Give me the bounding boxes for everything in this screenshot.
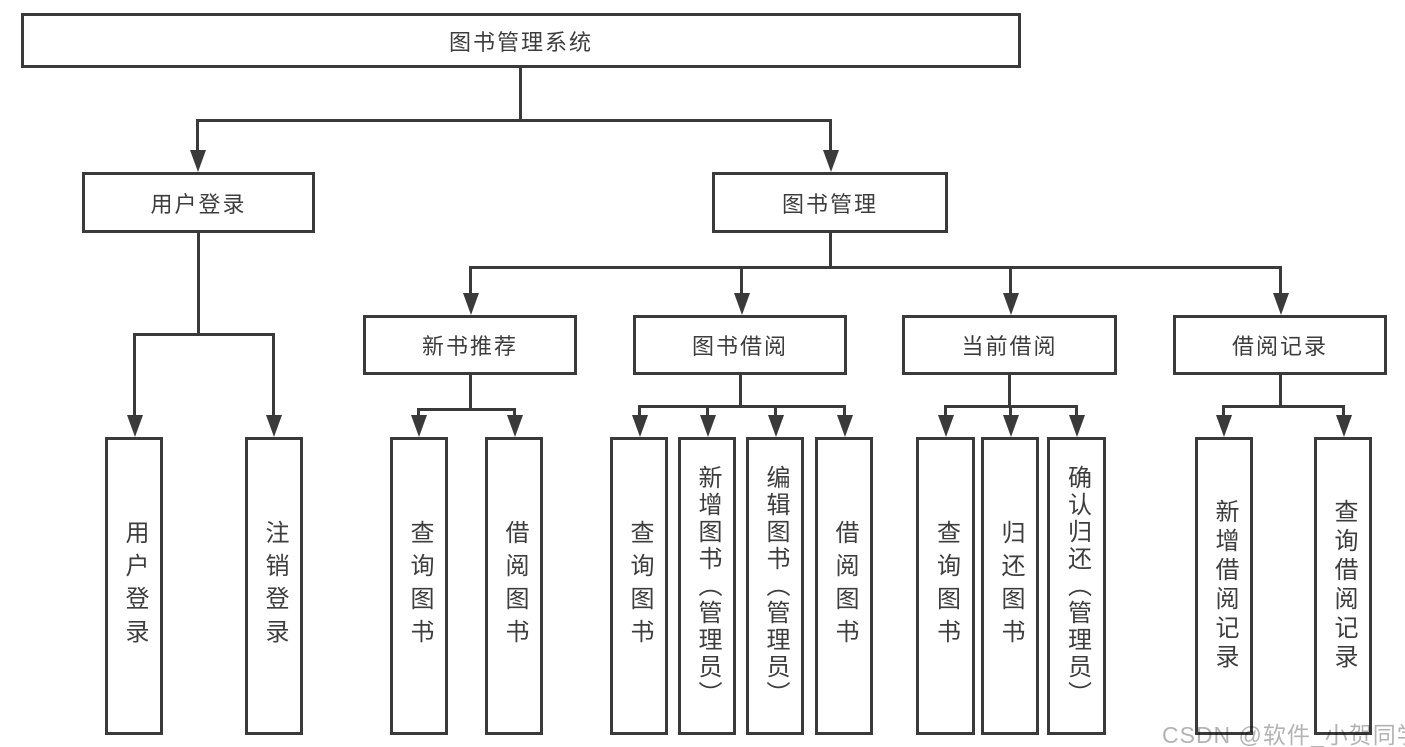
- node-label: 新书推荐: [421, 334, 518, 359]
- node-label: 用户登录: [150, 191, 247, 217]
- leaf-query-borrow-record: 查询借阅记录: [1314, 437, 1372, 735]
- connector: [133, 333, 275, 336]
- connector: [706, 405, 709, 418]
- node-label: 图书管理系统: [448, 29, 593, 55]
- arrowhead-down: [190, 150, 206, 172]
- connector: [638, 405, 641, 418]
- leaf-edit-book-admin: 编辑图书（管理员）: [746, 437, 804, 735]
- arrowhead-down: [837, 415, 853, 437]
- node-label: 图书借阅: [691, 334, 788, 359]
- connector: [1279, 375, 1282, 408]
- connector: [469, 266, 472, 296]
- connector: [272, 333, 275, 418]
- connector: [829, 119, 832, 153]
- connector: [1279, 266, 1282, 296]
- arrowhead-down: [734, 293, 750, 315]
- node-book-management: 图书管理: [712, 172, 948, 233]
- arrowhead-down: [266, 415, 282, 437]
- arrowhead-down: [411, 415, 427, 437]
- node-label: 用户登录: [121, 520, 148, 652]
- arrowhead-down: [463, 293, 479, 315]
- arrowhead-down: [1216, 415, 1232, 437]
- connector: [638, 405, 846, 408]
- connector: [469, 266, 1282, 269]
- connector: [1342, 405, 1345, 418]
- leaf-borrow-books-borrowing: 借阅图书: [815, 437, 873, 735]
- connector: [944, 405, 947, 418]
- leaf-query-books-borrowing: 查询图书: [610, 437, 668, 735]
- connector: [133, 333, 136, 418]
- leaf-add-borrow-record: 新增借阅记录: [1195, 437, 1253, 735]
- connector: [513, 408, 516, 418]
- connector: [1009, 266, 1012, 296]
- connector: [1009, 405, 1012, 418]
- connector: [774, 405, 777, 418]
- connector: [417, 408, 516, 411]
- connector: [196, 119, 832, 122]
- node-label: 当前借阅: [961, 334, 1058, 359]
- leaf-query-books-current: 查询图书: [916, 437, 975, 735]
- leaf-user-login: 用户登录: [105, 437, 163, 735]
- arrowhead-down: [1003, 293, 1019, 315]
- node-label: 确认归还（管理员）: [1063, 464, 1091, 708]
- leaf-query-books-recommend: 查询图书: [390, 437, 448, 735]
- connector: [1008, 375, 1011, 408]
- node-label: 查询图书: [406, 520, 433, 652]
- node-new-book-recommendation: 新书推荐: [363, 315, 577, 375]
- connector: [1222, 405, 1345, 408]
- arrowhead-down: [1003, 415, 1019, 437]
- connector: [829, 233, 832, 269]
- arrowhead-down: [938, 415, 954, 437]
- connector: [469, 375, 472, 411]
- node-label: 查询图书: [626, 520, 653, 652]
- arrowhead-down: [507, 415, 523, 437]
- node-book-borrowing: 图书借阅: [633, 315, 847, 375]
- arrowhead-down: [632, 415, 648, 437]
- arrowhead-down: [1336, 415, 1352, 437]
- node-user-login: 用户登录: [82, 172, 315, 233]
- connector: [1075, 405, 1078, 418]
- arrowhead-down: [127, 415, 143, 437]
- node-label: 图书管理: [781, 191, 878, 217]
- arrowhead-down: [768, 415, 784, 437]
- node-label: 新增借阅记录: [1211, 499, 1238, 673]
- node-label: 查询借阅记录: [1330, 499, 1357, 673]
- arrowhead-down: [1273, 293, 1289, 315]
- connector: [197, 233, 200, 336]
- node-label: 借阅图书: [501, 520, 528, 652]
- connector: [739, 375, 742, 408]
- node-current-borrowing: 当前借阅: [902, 315, 1117, 375]
- leaf-add-book-admin: 新增图书（管理员）: [678, 437, 736, 735]
- connector: [519, 68, 522, 121]
- node-label: 借阅图书: [831, 520, 858, 652]
- connector: [417, 408, 420, 418]
- node-label: 新增图书（管理员）: [694, 464, 721, 708]
- arrowhead-down: [823, 150, 839, 172]
- connector: [1222, 405, 1225, 418]
- arrowhead-down: [700, 415, 716, 437]
- leaf-borrow-books-recommend: 借阅图书: [485, 437, 543, 735]
- node-label: 归还图书: [997, 520, 1024, 652]
- node-label: 借阅记录: [1231, 334, 1328, 359]
- leaf-logout: 注销登录: [245, 437, 303, 735]
- connector: [843, 405, 846, 418]
- node-borrowing-records: 借阅记录: [1173, 315, 1387, 375]
- connector: [740, 266, 743, 296]
- connector: [196, 119, 199, 153]
- csdn-watermark: CSDN @软件_小贺同学: [1162, 722, 1405, 747]
- arrowhead-down: [1069, 415, 1085, 437]
- node-label: 查询图书: [932, 520, 960, 652]
- leaf-return-books: 归还图书: [981, 437, 1039, 735]
- leaf-confirm-return-admin: 确认归还（管理员）: [1047, 437, 1106, 735]
- node-label: 编辑图书（管理员）: [762, 464, 789, 708]
- node-library-management-system: 图书管理系统: [21, 13, 1021, 68]
- node-label: 注销登录: [261, 520, 288, 652]
